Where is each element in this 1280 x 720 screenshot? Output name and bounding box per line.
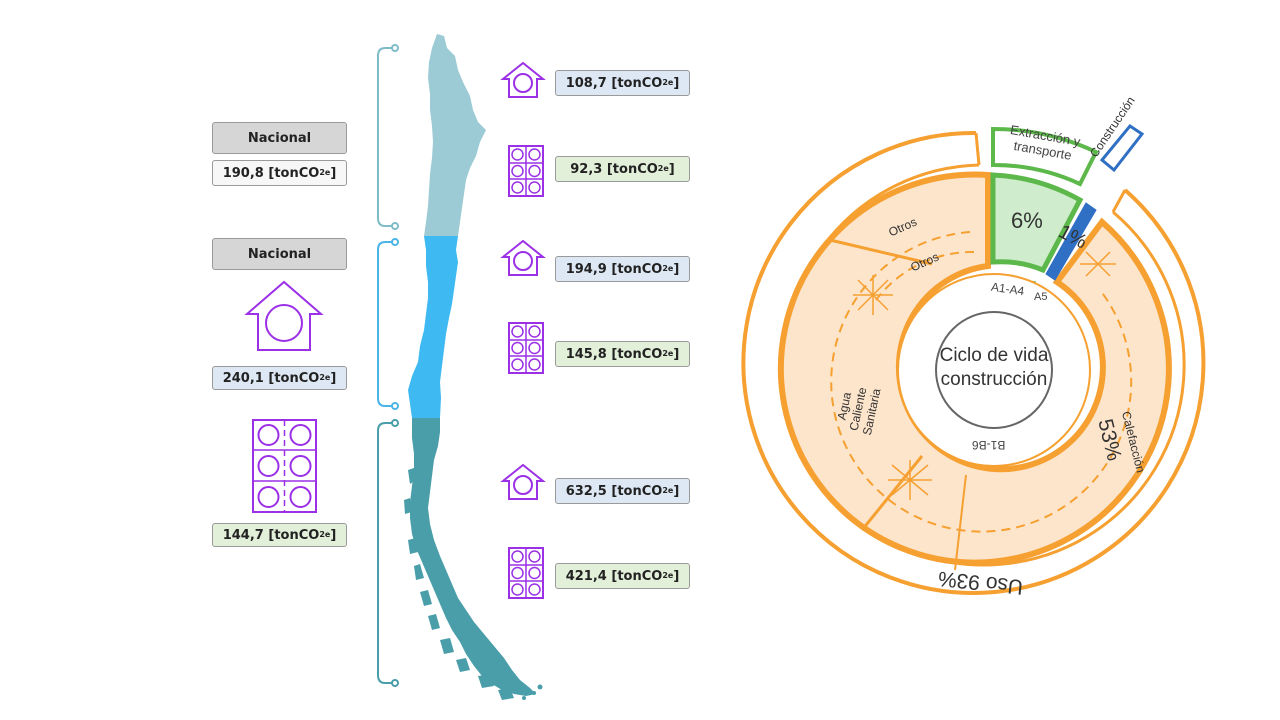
others-outer-label: Otros: [886, 214, 919, 240]
map-south-region: [410, 418, 536, 696]
extraction-code: A1-A4: [990, 279, 1026, 299]
south-apartment-icon: [508, 547, 544, 599]
map-north-region: [424, 34, 486, 236]
north-apartment-icon: [508, 145, 544, 197]
use-starburst-2: [888, 460, 932, 500]
north-national-title: Nacional: [212, 122, 347, 154]
construction-code: A5: [1034, 291, 1048, 303]
central-house-icon: [502, 240, 544, 276]
center-title-line1: Ciclo de vida: [939, 345, 1049, 366]
central-bracket: [377, 238, 399, 410]
construction-label: Construcción: [1087, 93, 1138, 160]
national-apartment-icon: [252, 419, 317, 513]
construction-percent: 1%: [1054, 220, 1091, 254]
national-house-icon: [244, 280, 324, 351]
center-title-line2: construcción: [940, 369, 1048, 390]
use-code: B1-B6: [972, 438, 1006, 452]
map-south-islands: [404, 468, 543, 700]
use-starburst-1: [853, 275, 893, 315]
use-starburst-3: [1080, 251, 1116, 277]
map-central-region: [408, 236, 458, 418]
extraction-percent: 6%: [1011, 208, 1043, 233]
heating-label: Calefacción: [1118, 409, 1148, 475]
lifecycle-center-title: Ciclo de vida construcción: [930, 344, 1058, 392]
chile-map-graphic: [244, 34, 544, 700]
south-bracket: [377, 419, 399, 687]
others-inner-label: Otros: [908, 249, 941, 275]
north-bracket: [377, 44, 399, 230]
extraction-label: Extracción y transporte: [1009, 122, 1082, 163]
south-house-icon: [502, 464, 544, 500]
central-national-title: Nacional: [212, 238, 347, 270]
use-label: Uso 93%: [936, 566, 1025, 599]
central-apartment-icon: [508, 322, 544, 374]
hot-water-label: Agua Caliente Sanitaria: [834, 386, 884, 437]
north-house-icon: [502, 62, 544, 98]
